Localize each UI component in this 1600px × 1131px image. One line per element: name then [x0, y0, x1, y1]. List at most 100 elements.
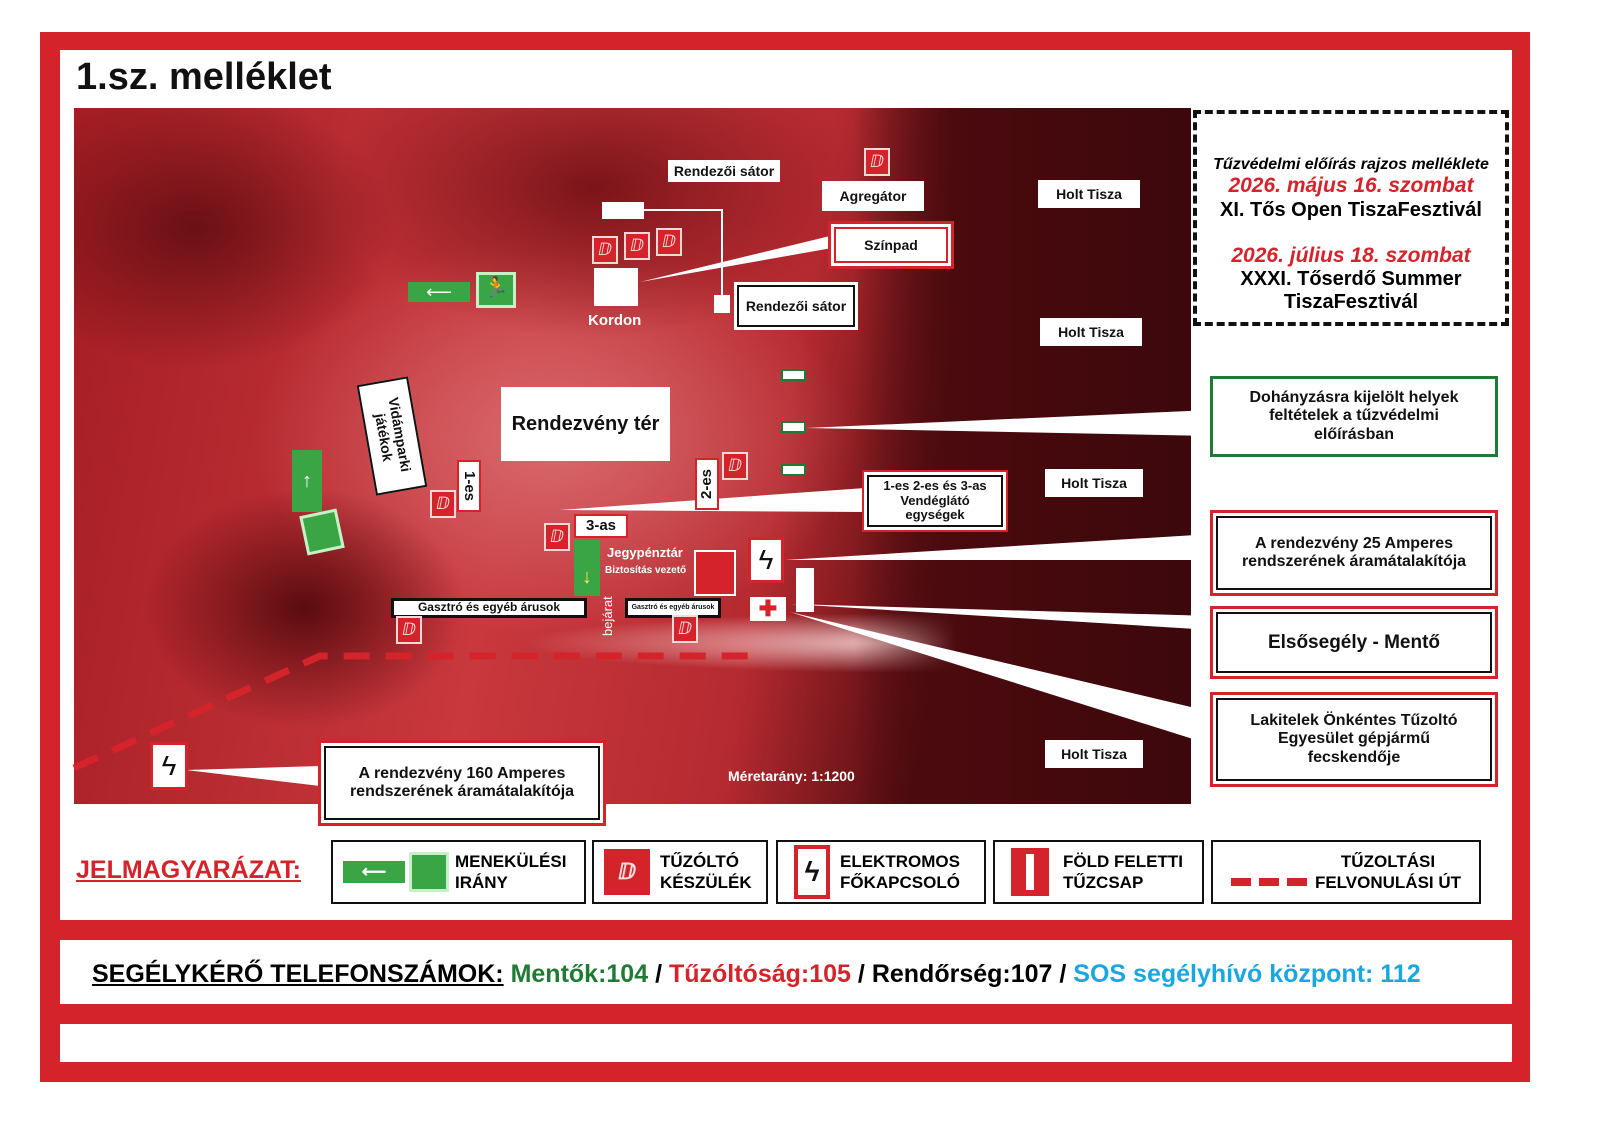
- extinguisher-icon: ⅅ: [544, 523, 570, 551]
- exit-icon: [409, 852, 449, 892]
- fire-brigade-callout: Lakitelek Önkéntes Tűzoltó Egyesület gép…: [1210, 692, 1498, 787]
- rendezveny-ter-label: Rendezvény tér: [501, 387, 670, 461]
- electric-switch-icon: ϟ: [794, 845, 830, 899]
- amper160-text: A rendezvény 160 Amperes rendszerének ár…: [324, 746, 600, 820]
- info-line1: Tűzvédelmi előírás rajzos melléklete: [1213, 156, 1489, 173]
- info-date1: 2026. május 16. szombat: [1228, 174, 1474, 198]
- emergency-phones: SEGÉLYKÉRŐ TELEFONSZÁMOK: Mentők:104 / T…: [92, 960, 1421, 989]
- first-aid-icon: ✚: [750, 597, 786, 621]
- agregator-label: Agregátor: [822, 181, 924, 211]
- dashed-route-icon: [1230, 878, 1307, 886]
- szinpad-label: Színpad: [828, 221, 954, 269]
- callout-szinpad: [640, 236, 832, 282]
- first-aid-callout: Elsősegély - Mentő: [1210, 606, 1498, 679]
- fire-brigade-text: Lakitelek Önkéntes Tűzoltó Egyesület gép…: [1216, 698, 1492, 781]
- electric-switch-icon: ϟ: [748, 537, 784, 583]
- callout-25a: [785, 534, 1212, 560]
- extinguisher-icon: ⅅ: [604, 849, 650, 895]
- exit-icon: 🏃: [476, 272, 516, 308]
- info-event2b: TiszaFesztivál: [1283, 290, 1419, 313]
- jegypenztar-label: Jegypénztár: [607, 545, 683, 560]
- fire-truck-marker: [796, 568, 814, 612]
- rendezoi-sator-2-label: Rendezői sátor: [734, 282, 858, 330]
- separator: /: [857, 960, 865, 988]
- phone-police: Rendőrség:107: [871, 960, 1053, 988]
- electric-switch-icon: ϟ: [150, 742, 188, 790]
- scale-label: Méretarány: 1:1200: [728, 768, 855, 784]
- two-label: 2-es: [695, 458, 719, 510]
- stage-building: [594, 268, 638, 306]
- callout-elsosegely: [790, 604, 1212, 630]
- callout-dohanyzas: [806, 410, 1212, 436]
- exit-arrow-left-icon: ⟵: [343, 861, 405, 883]
- kordon-label: Kordon: [588, 312, 642, 329]
- amper160-callout: A rendezvény 160 Amperes rendszerének ár…: [318, 740, 606, 826]
- smoking-area-marker: [781, 464, 806, 476]
- vendeglato-text: 1-es 2-es és 3-as Vendéglátó egységek: [867, 475, 1003, 527]
- fire-access-route: [72, 652, 750, 772]
- holt-tisza-label: Holt Tisza: [1040, 318, 1142, 346]
- callout-160a: [186, 766, 320, 786]
- smoking-area-marker: [781, 369, 806, 381]
- separator: /: [655, 960, 663, 988]
- extinguisher-icon: ⅅ: [864, 148, 890, 176]
- holt-tisza-label: Holt Tisza: [1038, 180, 1140, 208]
- separator: /: [1059, 960, 1067, 988]
- tent-marker: [714, 295, 730, 313]
- amper25-text: A rendezvény 25 Amperes rendszerének ára…: [1216, 516, 1492, 590]
- extinguisher-icon: ⅅ: [430, 490, 456, 518]
- hydrant-icon: [1011, 848, 1049, 896]
- phones-label: SEGÉLYKÉRŐ TELEFONSZÁMOK:: [92, 960, 504, 988]
- blank-panel: [60, 1024, 1512, 1062]
- callout-lakitelek: [790, 612, 1212, 745]
- amper25-callout: A rendezvény 25 Amperes rendszerének ára…: [1210, 510, 1498, 596]
- holt-tisza-label: Holt Tisza: [1045, 469, 1143, 497]
- gasztro-label: Gasztró és egyéb árusok: [391, 598, 587, 618]
- exit-arrow-up-icon: ↑: [292, 450, 322, 512]
- exit-arrow-down-icon: ↓: [574, 540, 600, 596]
- smoking-area-marker: [781, 421, 806, 433]
- phone-sos: SOS segélyhívó központ: 112: [1073, 960, 1421, 988]
- legend-title: JELMAGYARÁZAT:: [76, 856, 302, 884]
- extinguisher-icon: ⅅ: [396, 616, 422, 644]
- extinguisher-icon: ⅅ: [672, 615, 698, 643]
- szinpad-text: Színpad: [834, 227, 948, 263]
- info-event1: XI. Tős Open TiszaFesztivál: [1220, 198, 1482, 221]
- phone-fire: Tűzóltóság:105: [668, 960, 851, 988]
- exit-icon: [299, 508, 345, 556]
- holt-tisza-label: Holt Tisza: [1045, 740, 1143, 768]
- phone-ambulance: Mentők:104: [510, 960, 649, 988]
- smoking-callout: Dohányzásra kijelölt helyek feltételek a…: [1210, 376, 1498, 457]
- biztositas-label: Biztosítás vezető: [605, 565, 687, 576]
- extinguisher-icon: ⅅ: [624, 232, 650, 260]
- bejarat-label: bejárat: [600, 596, 615, 636]
- page-title: 1.sz. melléklet: [76, 56, 332, 98]
- info-event2a: XXXI. Tőserdő Summer: [1240, 267, 1462, 290]
- extinguisher-icon: ⅅ: [656, 228, 682, 256]
- rendezoi-sator-text: Rendezői sátor: [737, 285, 855, 327]
- one-label: 1-es: [457, 460, 481, 512]
- extinguisher-icon: ⅅ: [722, 452, 748, 480]
- info-date2: 2026. július 18. szombat: [1231, 243, 1471, 267]
- callout-sator: [630, 209, 723, 298]
- rendezoi-sator-label: Rendezői sátor: [668, 160, 780, 182]
- tent-marker: [602, 202, 644, 219]
- extinguisher-icon: ⅅ: [592, 236, 618, 264]
- info-box: Tűzvédelmi előírás rajzos melléklete 202…: [1193, 110, 1509, 326]
- three-label: 3-as: [574, 514, 628, 538]
- hydrant-icon: [694, 550, 736, 596]
- first-aid-text: Elsősegély - Mentő: [1216, 612, 1492, 673]
- vendeglato-label: 1-es 2-es és 3-as Vendéglátó egységek: [862, 470, 1008, 532]
- exit-arrow-left-icon: ⟵: [408, 282, 470, 302]
